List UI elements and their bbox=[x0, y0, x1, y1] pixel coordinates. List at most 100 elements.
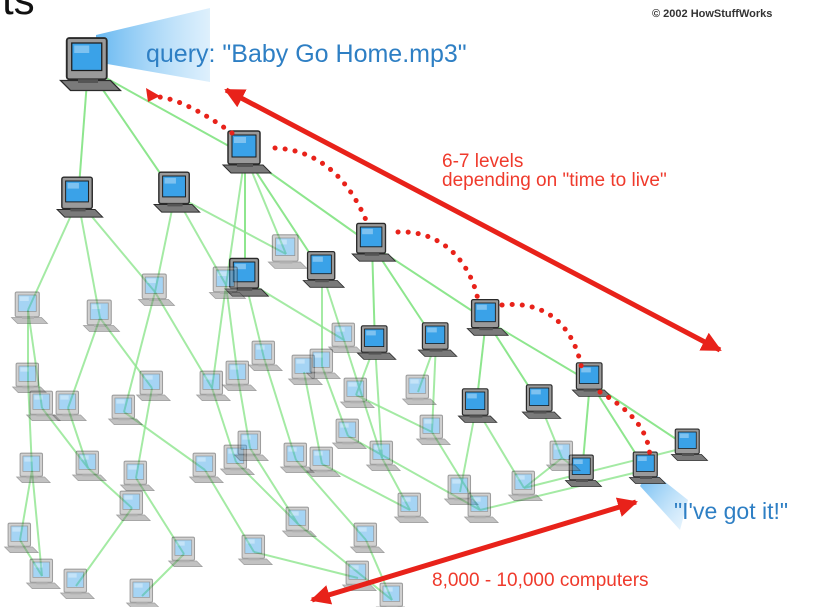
network-link bbox=[99, 317, 153, 389]
computer-icon bbox=[125, 578, 160, 607]
computer-icon bbox=[279, 442, 316, 473]
computer-icon bbox=[305, 446, 342, 477]
computer-icon bbox=[107, 394, 144, 425]
computer-icon bbox=[221, 130, 273, 174]
computer-icon bbox=[137, 273, 176, 306]
computers-arrow bbox=[310, 497, 638, 605]
network-link bbox=[237, 377, 251, 449]
network-link bbox=[77, 199, 101, 319]
network-link bbox=[135, 477, 185, 555]
computer-icon bbox=[305, 348, 342, 379]
network-link bbox=[87, 467, 133, 509]
computer-icon bbox=[281, 506, 318, 537]
computer-icon bbox=[188, 452, 225, 483]
computer-icon bbox=[521, 384, 562, 419]
network-link bbox=[374, 344, 383, 459]
network-link bbox=[19, 539, 43, 577]
network-link bbox=[123, 411, 206, 471]
network-link bbox=[27, 309, 43, 409]
computer-icon bbox=[356, 325, 397, 360]
query-path-arrowhead bbox=[146, 88, 160, 102]
computer-icon bbox=[463, 492, 500, 523]
computer-icon bbox=[25, 390, 62, 421]
computer-icon bbox=[219, 444, 256, 475]
network-link bbox=[27, 199, 79, 311]
computer-icon bbox=[365, 440, 402, 471]
computer-icon bbox=[417, 322, 458, 357]
query-beam bbox=[96, 8, 210, 82]
computers-count-label: 8,000 - 10,000 computers bbox=[432, 570, 649, 591]
computer-icon bbox=[25, 558, 62, 589]
network-link bbox=[431, 341, 437, 433]
computer-icon bbox=[401, 374, 438, 405]
computer-icon bbox=[375, 582, 406, 607]
computer-icon bbox=[55, 176, 104, 218]
network-link bbox=[523, 446, 689, 489]
computer-icon bbox=[457, 388, 498, 423]
network-link bbox=[31, 469, 43, 577]
computer-icon bbox=[233, 430, 270, 461]
network-link bbox=[27, 379, 33, 471]
network-link bbox=[321, 365, 349, 437]
computer-icon bbox=[115, 490, 152, 521]
computer-icon bbox=[415, 414, 452, 445]
network-link bbox=[67, 407, 89, 469]
computer-icon bbox=[135, 370, 172, 401]
computer-icon bbox=[152, 171, 201, 213]
network-link bbox=[154, 291, 213, 389]
computer-icon bbox=[247, 340, 284, 371]
partial-heading-text: ts bbox=[2, 0, 35, 24]
computer-icon bbox=[119, 460, 156, 491]
network-link bbox=[253, 551, 359, 579]
computer-icon bbox=[195, 370, 232, 401]
network-link bbox=[41, 407, 89, 469]
network-link bbox=[211, 284, 227, 389]
computer-icon bbox=[507, 470, 544, 501]
computer-icon bbox=[339, 377, 376, 408]
network-link bbox=[249, 447, 299, 525]
network-link bbox=[19, 469, 33, 541]
found-beam bbox=[640, 470, 688, 530]
network-link bbox=[141, 553, 185, 597]
computer-icon bbox=[670, 428, 709, 461]
network-link bbox=[135, 387, 153, 479]
network-link bbox=[303, 371, 323, 465]
found-label: "I've got it!" bbox=[674, 498, 789, 524]
computer-icon bbox=[51, 390, 88, 421]
levels-label-line1: 6-7 levels bbox=[442, 151, 524, 172]
computer-icon bbox=[59, 568, 96, 599]
computer-icon bbox=[302, 250, 346, 288]
computer-icon bbox=[3, 522, 40, 553]
computer-icon bbox=[11, 362, 48, 393]
network-link bbox=[431, 431, 481, 511]
network-link bbox=[204, 469, 255, 553]
computer-icon bbox=[71, 450, 108, 481]
levels-arrow bbox=[224, 87, 722, 353]
query-label: query: "Baby Go Home.mp3" bbox=[146, 40, 467, 68]
found-computer-icon bbox=[628, 451, 667, 484]
network-link bbox=[123, 291, 156, 413]
network-link bbox=[87, 67, 246, 156]
computer-icon bbox=[351, 222, 397, 262]
computer-icon bbox=[221, 360, 258, 391]
network-computers bbox=[3, 37, 709, 607]
computer-icon bbox=[15, 452, 52, 483]
computer-icon bbox=[287, 354, 324, 385]
network-link bbox=[263, 357, 297, 461]
network-link bbox=[235, 461, 299, 525]
network-link bbox=[211, 387, 237, 463]
computer-icon bbox=[545, 440, 582, 471]
computer-icon bbox=[167, 536, 204, 567]
computer-icon bbox=[349, 522, 386, 553]
network-link bbox=[75, 507, 133, 587]
computer-icon bbox=[564, 454, 603, 487]
computer-icon bbox=[571, 362, 612, 397]
network-link bbox=[355, 394, 433, 433]
computer-icon bbox=[10, 291, 49, 324]
computer-icon bbox=[331, 418, 368, 449]
computer-icon bbox=[393, 492, 430, 523]
computer-icon bbox=[327, 322, 364, 353]
levels-label-line2: depending on "time to live" bbox=[442, 170, 667, 191]
